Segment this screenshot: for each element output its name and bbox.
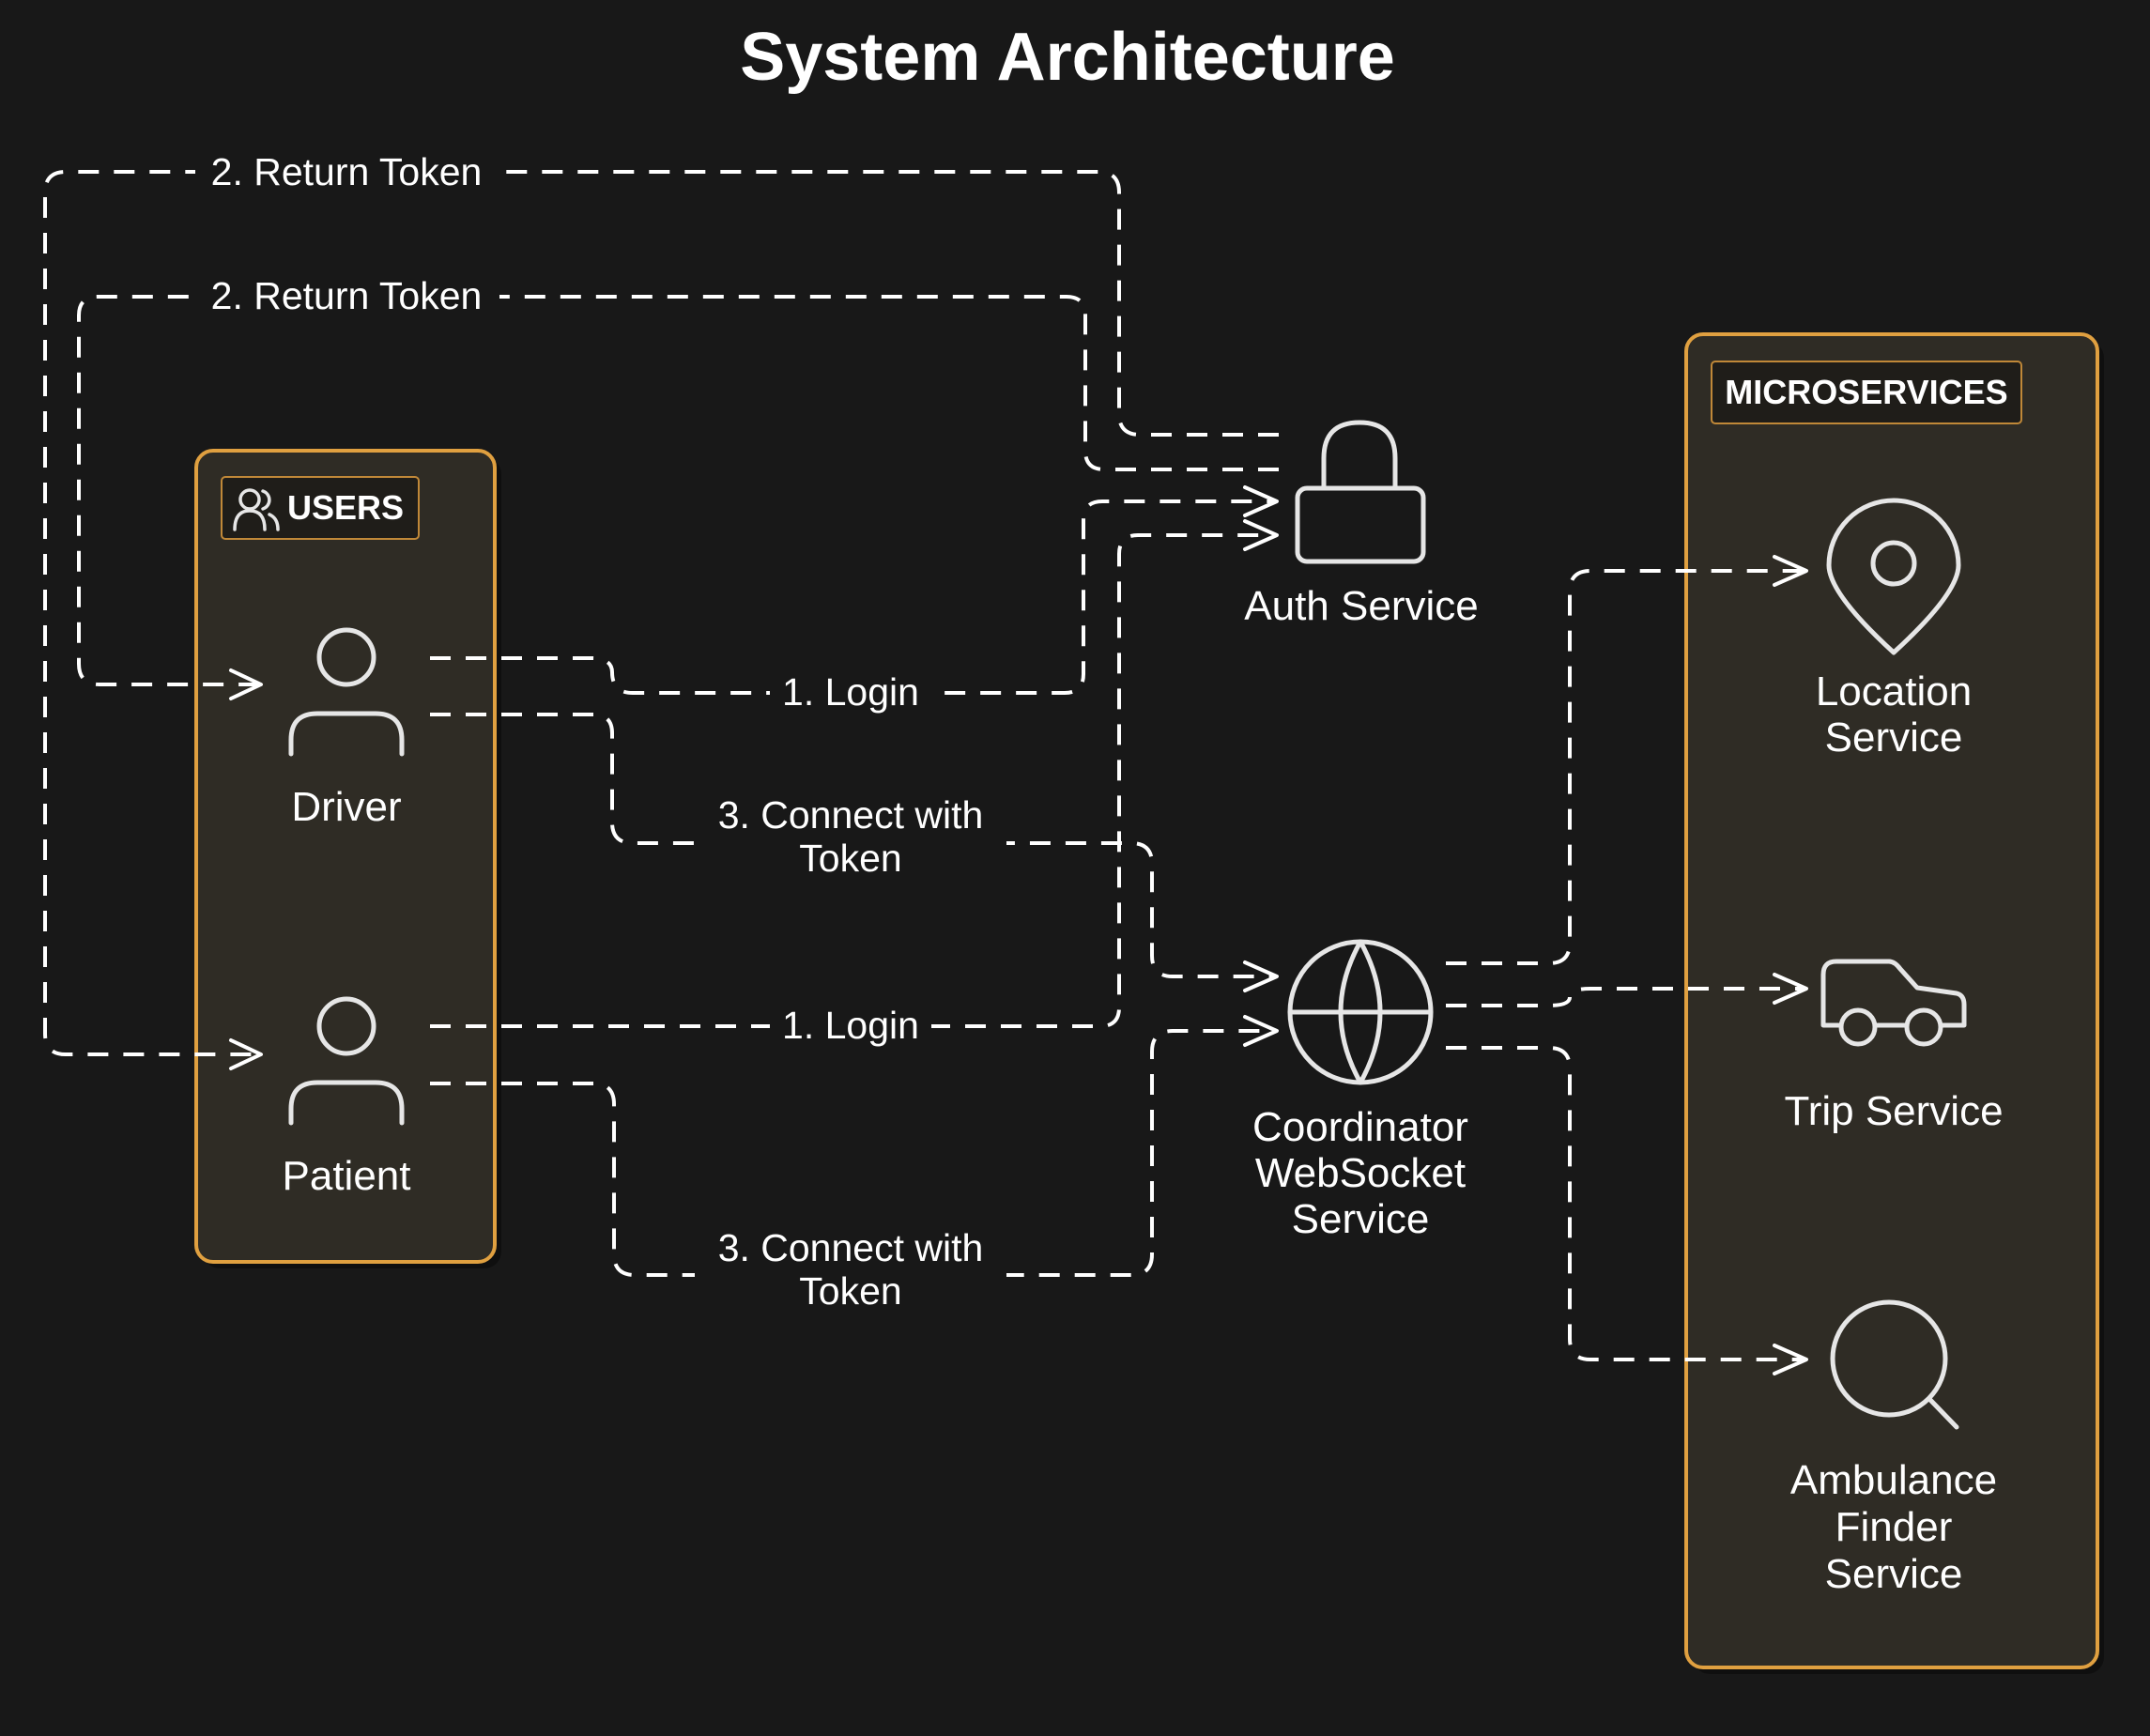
edge-coordinator-finder — [1446, 1046, 1806, 1361]
arrowhead-coordinator-in-1 — [1243, 960, 1279, 992]
edge-login-patient — [430, 533, 1277, 1028]
edge-labels: 2. Return Token 2. Return Token 1. Login… — [195, 146, 1006, 1317]
microservices-group: MICROSERVICES — [1684, 332, 2104, 1674]
node-auth-service[interactable]: Auth Service — [1244, 420, 1479, 629]
microservices-group-box — [1684, 332, 2099, 1669]
map-pin-icon — [1826, 498, 1961, 655]
search-icon — [1830, 1299, 1959, 1430]
patient-label: Patient — [283, 1153, 411, 1199]
edge-connect-driver — [430, 713, 1277, 978]
arrowhead-finder-in — [1773, 1344, 1808, 1375]
node-patient[interactable]: Patient — [283, 996, 411, 1199]
node-trip-service[interactable]: Trip Service — [1784, 959, 2004, 1134]
node-driver[interactable]: Driver — [288, 627, 405, 830]
car-icon — [1820, 959, 1967, 1047]
arrowhead-coordinator-in-2 — [1243, 1015, 1279, 1047]
users-icon — [233, 488, 280, 531]
arrowhead-auth-in-2 — [1243, 519, 1279, 551]
driver-label: Driver — [291, 784, 401, 830]
users-group: USERS — [194, 449, 501, 1268]
arrowhead-auth-in-1 — [1243, 485, 1279, 517]
label-login-patient: 1. Login — [782, 1004, 919, 1047]
label-connect-patient-line2: Token — [799, 1269, 901, 1313]
users-group-box — [194, 449, 497, 1264]
finder-label-line1: Ambulance — [1790, 1457, 1997, 1503]
arrowhead-driver-in — [229, 668, 263, 700]
location-label-line1: Location — [1816, 668, 1972, 714]
microservices-group-tag — [1711, 361, 2022, 424]
label-connect-patient-line1: 3. Connect with — [718, 1226, 984, 1269]
finder-label-line2: Finder — [1835, 1504, 1953, 1550]
coordinator-label-line1: Coordinator — [1252, 1104, 1468, 1150]
label-connect-driver-line2: Token — [799, 837, 901, 880]
node-coordinator-service[interactable]: Coordinator WebSocket Service — [1252, 939, 1468, 1242]
globe-icon — [1287, 939, 1434, 1085]
arrowhead-location-in — [1773, 555, 1808, 587]
trip-service-label: Trip Service — [1784, 1088, 2003, 1134]
user-icon — [288, 996, 405, 1126]
edge-coordinator-trip — [1446, 987, 1806, 1007]
label-return-token-driver: 2. Return Token — [211, 274, 483, 317]
label-login-driver: 1. Login — [782, 670, 919, 714]
arrowhead-trip-in — [1773, 973, 1808, 1005]
edge-coordinator-location — [1446, 569, 1806, 965]
edge-return-token-patient — [43, 170, 1279, 1056]
lock-icon — [1295, 420, 1426, 564]
label-connect-driver-line1: 3. Connect with — [718, 793, 984, 837]
microservices-group-label: MICROSERVICES — [1725, 373, 2007, 411]
coordinator-label-line3: Service — [1292, 1196, 1430, 1242]
edge-connect-patient — [430, 1029, 1277, 1277]
location-label-line2: Service — [1825, 714, 1963, 760]
arrowhead-patient-in — [229, 1038, 263, 1070]
diagram-title: System Architecture — [740, 20, 1395, 95]
users-group-tag — [221, 476, 420, 540]
finder-label-line3: Service — [1825, 1551, 1963, 1597]
node-location-service[interactable]: Location Service — [1816, 498, 1972, 760]
user-icon — [288, 627, 405, 757]
users-group-label: USERS — [287, 488, 404, 527]
edges — [43, 170, 1808, 1375]
edge-return-token-driver — [77, 295, 1279, 686]
label-return-token-patient: 2. Return Token — [211, 150, 483, 193]
edge-login-driver — [430, 499, 1277, 695]
coordinator-label-line2: WebSocket — [1255, 1150, 1466, 1196]
node-ambulance-finder-service[interactable]: Ambulance Finder Service — [1790, 1299, 1997, 1597]
auth-service-label: Auth Service — [1244, 583, 1478, 629]
